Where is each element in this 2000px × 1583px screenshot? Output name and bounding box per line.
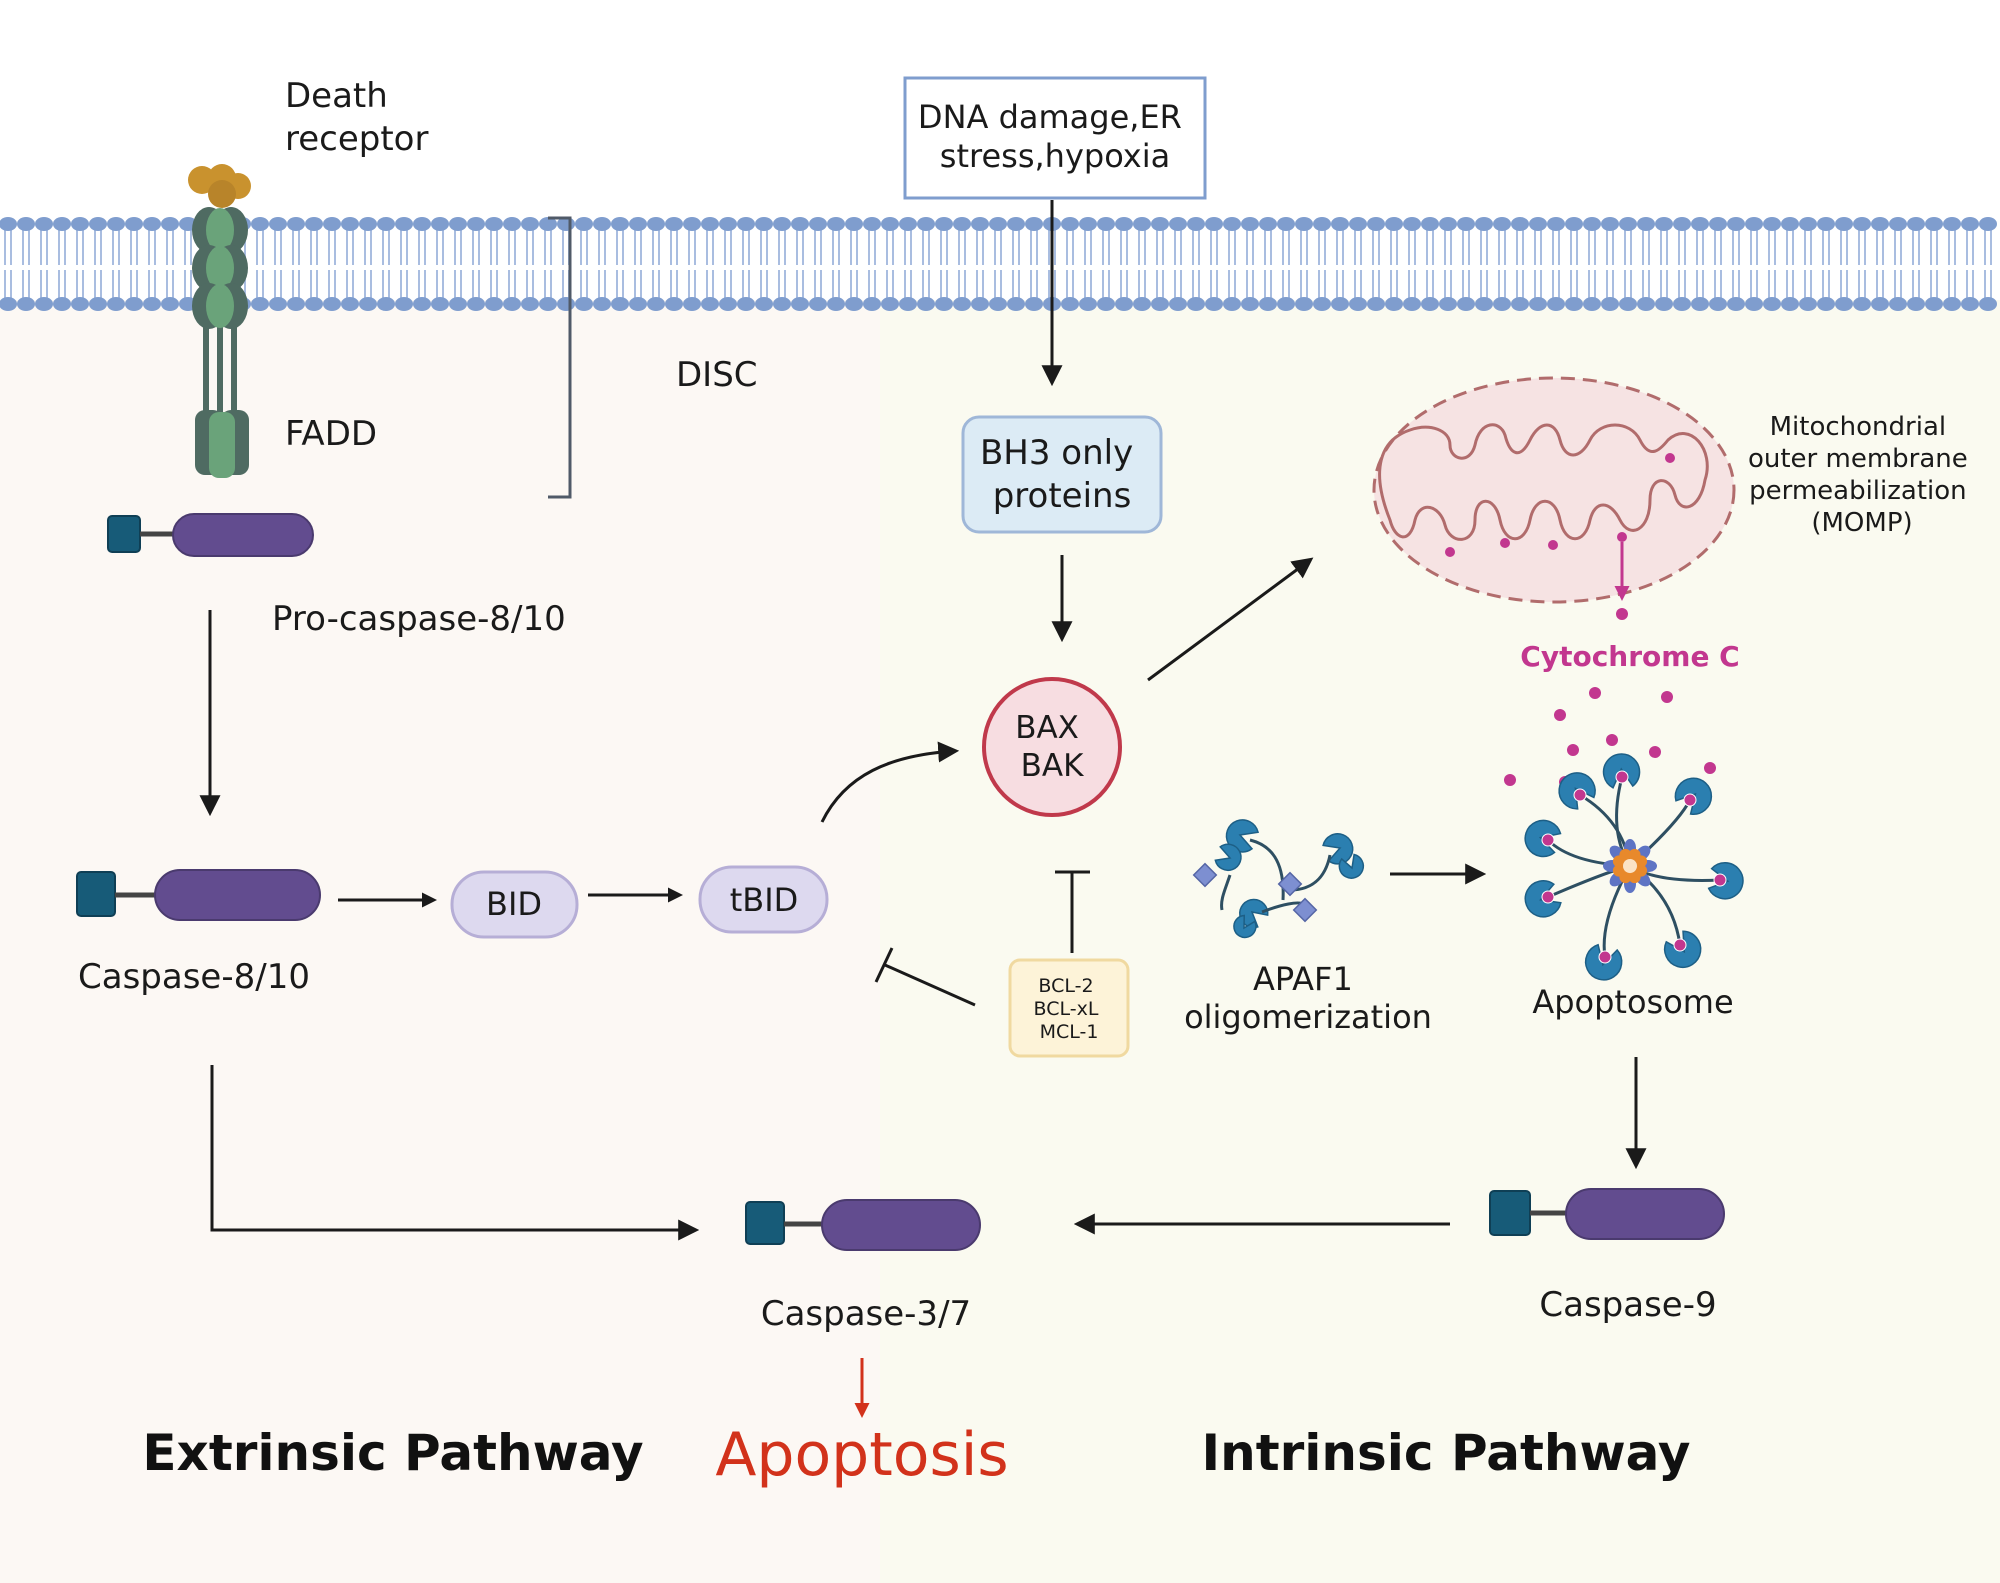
apaf1-label: APAF1 oligomerization bbox=[1184, 960, 1432, 1036]
apaf1-monomers bbox=[1192, 819, 1365, 939]
bid-box bbox=[450, 870, 579, 939]
bh3-label: BH3 only proteins bbox=[980, 433, 1144, 516]
bcl-label: BCL-2 BCL-xL MCL-1 bbox=[1034, 975, 1105, 1043]
disc-bracket bbox=[548, 216, 572, 499]
disc-label: DISC bbox=[676, 355, 758, 395]
inhibit-bcl-to-tbid bbox=[874, 947, 976, 1007]
cytochrome-c-dots bbox=[1504, 608, 1716, 788]
bax-bak-label: BAX BAK bbox=[1015, 710, 1089, 784]
tbid-label: tBID bbox=[730, 881, 799, 919]
pro-caspase-label: Pro-caspase-8/10 bbox=[272, 599, 566, 639]
intrinsic-pathway-title: Intrinsic Pathway bbox=[1202, 1424, 1691, 1482]
death-receptor bbox=[188, 164, 251, 420]
arrow-bax-to-mitochondria bbox=[1147, 557, 1314, 682]
inhibit-bcl-to-bax bbox=[1055, 870, 1090, 953]
caspase-8-10-shape bbox=[76, 869, 321, 921]
bcl-box bbox=[1008, 958, 1130, 1058]
cytochrome-c-label: Cytochrome C bbox=[1520, 640, 1739, 673]
bax-bak-circle bbox=[982, 677, 1122, 817]
bid-label: BID bbox=[486, 885, 542, 923]
stress-box bbox=[903, 76, 1207, 200]
extrinsic-pathway-title: Extrinsic Pathway bbox=[142, 1424, 643, 1482]
apoptosome-complex bbox=[1524, 753, 1744, 981]
caspase-3-7-label: Caspase-3/7 bbox=[761, 1294, 971, 1334]
apoptosome-label: Apoptosome bbox=[1532, 983, 1733, 1021]
fadd-protein bbox=[195, 410, 249, 478]
momp-label: Mitochondrial outer membrane permeabiliz… bbox=[1748, 412, 1976, 538]
pro-caspase-shape bbox=[107, 513, 314, 557]
caspase-9-shape bbox=[1489, 1188, 1725, 1240]
death-receptor-label: Death receptor bbox=[285, 76, 428, 159]
arrow-caspase8-to-caspase3 bbox=[210, 1065, 700, 1241]
caspase-3-7-shape bbox=[745, 1199, 981, 1251]
mitochondrion bbox=[1372, 376, 1736, 604]
arrow-tbid-to-bax bbox=[820, 741, 960, 823]
cell-membrane bbox=[0, 217, 1997, 311]
extrinsic-background bbox=[0, 300, 880, 1583]
caspase-8-10-label: Caspase-8/10 bbox=[78, 957, 310, 997]
bh3-box bbox=[961, 415, 1163, 534]
stress-label: DNA damage,ER stress,hypoxia bbox=[918, 98, 1192, 175]
fadd-label: FADD bbox=[285, 414, 377, 454]
apoptosis-label: Apoptosis bbox=[715, 1420, 1008, 1490]
caspase-9-label: Caspase-9 bbox=[1539, 1285, 1716, 1325]
tbid-box bbox=[698, 865, 829, 934]
